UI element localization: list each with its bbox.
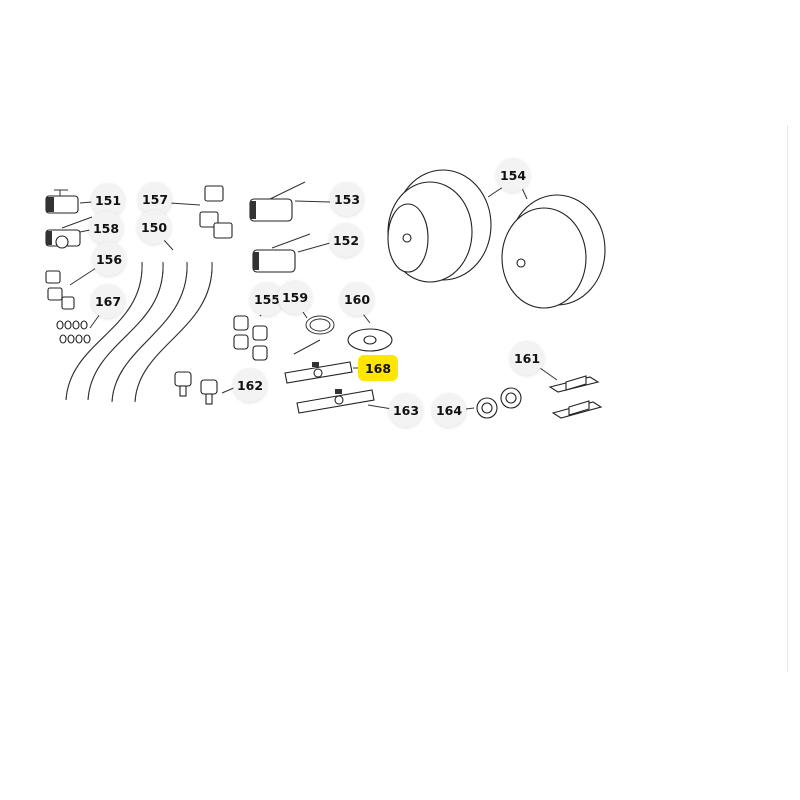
callout-154[interactable]: 154 [496,158,530,192]
callout-161[interactable]: 161 [510,341,544,375]
callout-162[interactable]: 162 [233,368,267,402]
part-161-brackets [548,375,603,419]
part-167-o-rings [56,320,91,344]
callout-150[interactable]: 150 [137,210,171,244]
part-150-flexible-hoses [65,261,213,403]
callout-167[interactable]: 167 [91,284,125,318]
callout-160[interactable]: 160 [340,282,374,316]
part-157-fittings [199,185,233,239]
part-162-air-vents [174,371,218,405]
part-151-ball-valve [45,189,79,214]
callout-156[interactable]: 156 [92,242,126,276]
part-156-fittings [45,270,75,310]
callout-159[interactable]: 159 [278,280,312,314]
callout-168-highlighted[interactable]: 168 [358,355,398,381]
callout-153[interactable]: 153 [330,182,364,216]
callout-164[interactable]: 164 [432,393,466,427]
part-168-pipe-tee [284,361,353,384]
page-edge-divider [787,125,788,672]
part-160-sealing-tape [347,328,393,352]
part-153-ball-valve [249,181,306,222]
part-159-cable [293,315,335,355]
part-158-ball-valve [45,216,93,249]
part-164-caps [476,387,522,419]
callout-163[interactable]: 163 [389,393,423,427]
part-163-pipe-tee [296,389,375,414]
part-152-ball-valve [252,233,311,273]
part-155-fittings [233,315,268,361]
callout-152[interactable]: 152 [329,223,363,257]
callout-158[interactable]: 158 [89,211,123,245]
part-154-expansion-tanks [387,169,606,309]
